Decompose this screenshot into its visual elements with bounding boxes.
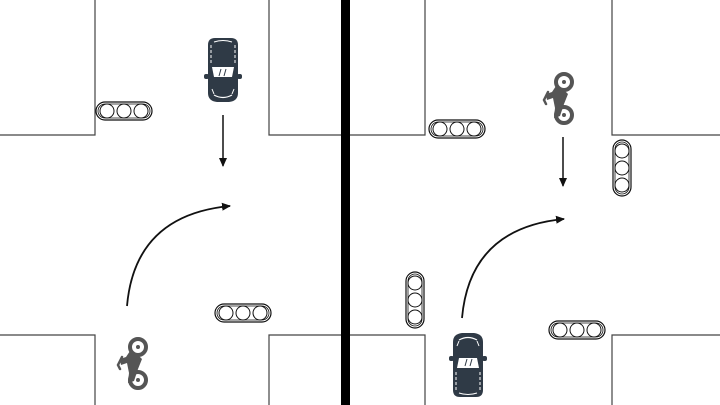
curb-bottom-left	[350, 334, 426, 405]
road-edges	[350, 0, 720, 405]
curb-top-left	[0, 0, 96, 136]
curb-top-right	[268, 0, 345, 136]
traffic-signal-horizontal	[214, 303, 272, 323]
scene-divider	[341, 0, 350, 405]
motorcycle-icon	[116, 337, 148, 390]
traffic-signal-horizontal	[548, 320, 606, 340]
curb-top-right	[611, 0, 720, 136]
curb-bottom-right	[611, 334, 720, 405]
traffic-signal-horizontal	[95, 101, 153, 121]
left-scene	[0, 0, 345, 405]
car-top-view-icon	[203, 37, 243, 103]
motorcycle-icon	[542, 72, 574, 125]
right-scene	[350, 0, 720, 405]
curb-bottom-left	[0, 334, 96, 405]
traffic-signal-vertical	[612, 139, 632, 197]
traffic-signal-vertical	[405, 271, 425, 329]
right-turn-arrow	[126, 202, 231, 307]
curb-bottom-right	[268, 334, 345, 405]
traffic-signal-horizontal	[428, 119, 486, 139]
right-turn-arrow	[461, 215, 565, 319]
curb-top-left	[350, 0, 426, 136]
car-top-view-icon	[448, 332, 488, 398]
road-edges	[0, 0, 345, 405]
